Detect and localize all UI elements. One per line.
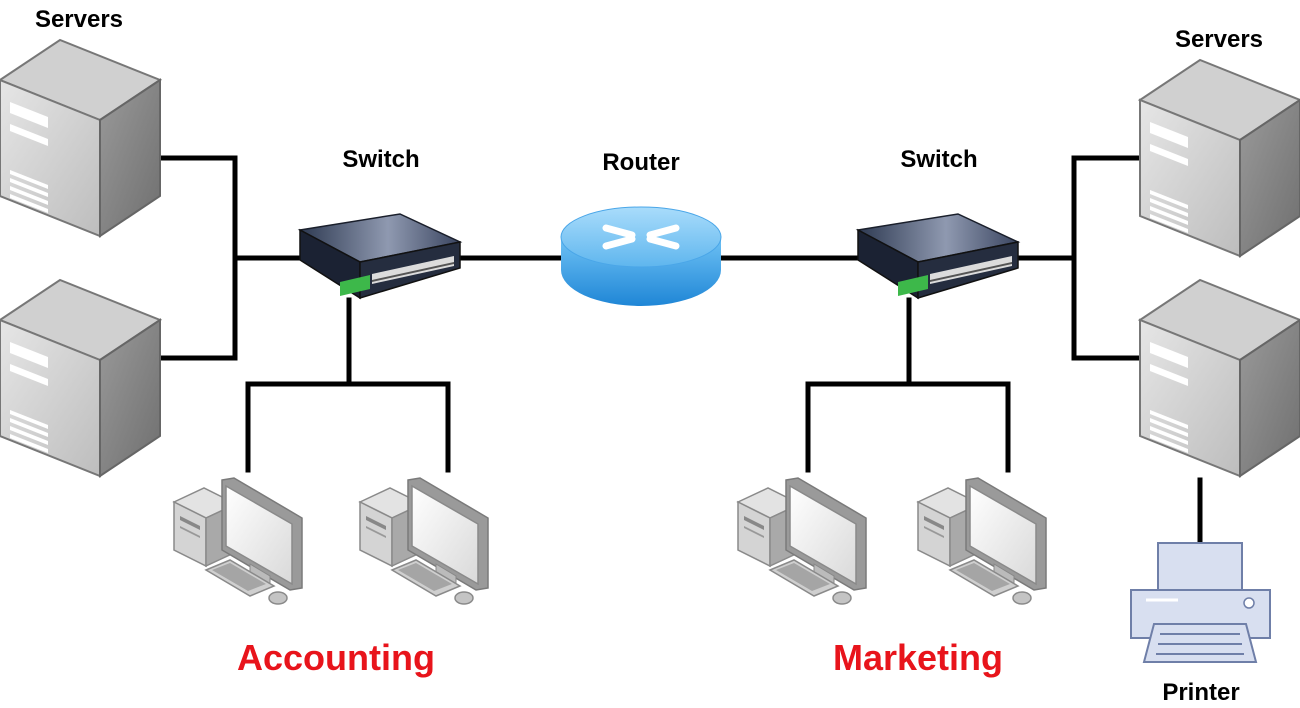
switch-right-label: Switch: [900, 146, 977, 173]
server-tower-icon[interactable]: [0, 279, 161, 477]
printer-icon[interactable]: [1130, 542, 1271, 663]
desktop-computer-icon[interactable]: [173, 477, 303, 605]
router-icon[interactable]: [560, 206, 722, 306]
server-tower-icon[interactable]: [0, 39, 161, 237]
servers-right-label: Servers: [1175, 26, 1263, 53]
desktop-computer-icon[interactable]: [737, 477, 867, 605]
desktop-computer-icon[interactable]: [359, 477, 489, 605]
accounting-group-label: Accounting: [237, 637, 435, 678]
servers-left-label: Servers: [35, 6, 123, 33]
printer-label: Printer: [1162, 679, 1239, 706]
network-switch-icon[interactable]: [857, 213, 1019, 299]
server-tower-icon[interactable]: [1139, 279, 1300, 477]
marketing-group-label: Marketing: [833, 637, 1003, 678]
connection-lines: [157, 155, 1203, 545]
router-label: Router: [602, 149, 679, 176]
server-tower-icon[interactable]: [1139, 59, 1300, 257]
network-switch-icon[interactable]: [299, 213, 461, 299]
switch-left-label: Switch: [342, 146, 419, 173]
desktop-computer-icon[interactable]: [917, 477, 1047, 605]
